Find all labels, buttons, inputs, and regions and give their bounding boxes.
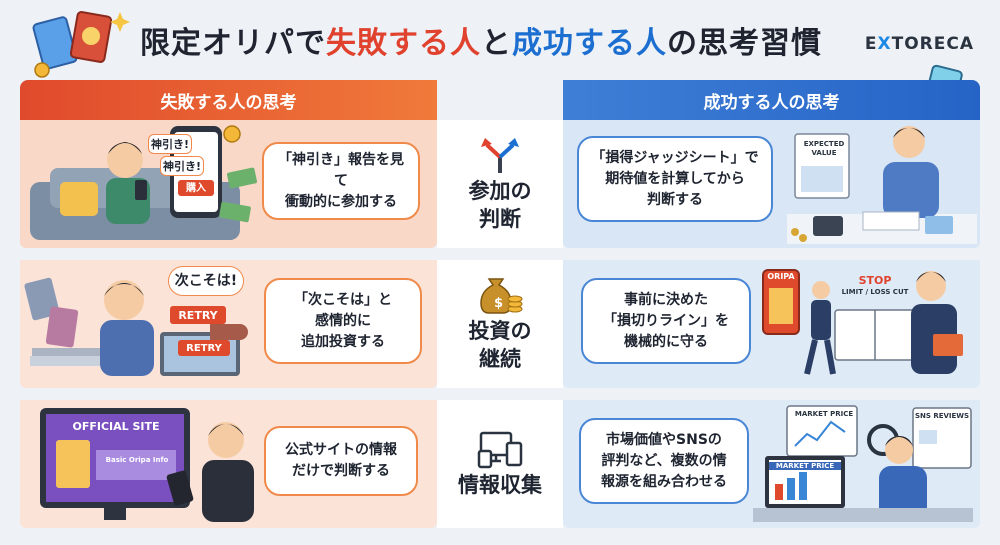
impulsive-person-illustration [30,125,257,240]
fail-panel-participation: 神引き! 神引き! 購入 「神引き」報告を見て 衝動的に参加する [20,120,437,248]
cards-coins-decoration-left [32,11,130,78]
title-part-3: の思考習慣 [667,26,822,61]
brand-suffix: TORECA [891,34,974,54]
fail-header-label: 失敗する人の思考 [160,92,297,113]
god-pull-bubble-2: 神引き! [162,159,202,173]
fail-text-participation-label: 「神引き」報告を見て 衝動的に参加する [278,151,404,210]
buy-button-illustration: 購入 [178,180,214,196]
buy-button-label: 購入 [186,182,206,194]
svg-text:$: $ [494,296,503,311]
category-continuation: $ 投資の 継続 [437,260,563,388]
official-site-label: OFFICIAL SITE [72,420,160,433]
success-text-continuation-label: 事前に決めた 「損切りライン」を 機械的に守る [603,291,729,350]
title-part-2: と [481,26,512,61]
fail-text-information-label: 公式サイトの情報 だけで判断する [285,442,397,479]
success-text-information: 市場価値やSNSの 評判など、複数の情 報源を組み合わせる [579,418,749,504]
success-panel-participation: 「損得ジャッジシート」で 期待値を計算してから 判断する EXPECTED VA… [563,120,980,248]
category-participation: 参加の 判断 [437,120,563,248]
fail-panel-continuation: RETRY RETRY 次こそは! 「次こそは」と 感情的に 追加投資する [20,260,437,388]
oripa-card-label: ORIPA [767,272,795,281]
title-fail-word: 失敗する人 [326,26,481,61]
retry-tag-2: RETRY [178,340,230,356]
calculating-person-illustration [787,126,977,244]
money-bag-icon: $ [480,278,523,314]
success-panel-information: 市場価値やSNSの 評判など、複数の情 報源を組み合わせる MARKET PRI… [563,400,980,528]
limit-loss-cut-label: LIMIT / LOSS CUT [841,288,909,296]
fail-bubble-2: 神引き! [160,156,204,176]
page-title: 限定オリパで失敗する人と成功する人の思考習慣 [140,18,822,62]
retry-label-2: RETRY [186,342,222,354]
retry-tag-1: RETRY [170,306,226,324]
fail-text-information: 公式サイトの情報 だけで判断する [264,426,418,496]
category-label-information: 情報収集 [458,473,542,497]
thought-bubble-next-time: 次こそは! [168,266,244,296]
sns-reviews-label: SNS REVIEWS [914,412,970,420]
title-part-1: 限定オリパで [140,26,326,61]
success-text-participation: 「損得ジャッジシート」で 期待値を計算してから 判断する [577,136,773,222]
success-text-information-label: 市場価値やSNSの 評判など、複数の情 報源を組み合わせる [601,431,727,490]
fail-panel-information: OFFICIAL SITE Basic Oripa Info 公式サイトの情報 … [20,400,437,528]
category-label-continuation: 投資の 継続 [468,319,532,371]
row-information: OFFICIAL SITE Basic Oripa Info 公式サイトの情報 … [20,400,980,528]
brand-x: X [877,34,892,54]
stop-sign-label: STOP [858,274,892,287]
thought-next-time-label: 次こそは! [174,272,238,289]
split-arrow-icon [481,138,519,173]
disciplined-person-illustration [762,269,963,375]
category-information: 情報収集 [437,400,563,528]
row-continuation: RETRY RETRY 次こそは! 「次こそは」と 感情的に 追加投資する $ … [20,260,980,388]
row-participation: 神引き! 神引き! 購入 「神引き」報告を見て 衝動的に参加する 参加の 判断 … [20,120,980,248]
title-success-word: 成功する人 [512,26,667,61]
market-price-label-2: MARKET PRICE [769,462,841,470]
devices-icon [477,431,523,469]
official-site-person-illustration [40,408,254,522]
category-label-participation: 参加の 判断 [468,179,532,231]
fail-column-header: 失敗する人の思考 [20,80,437,120]
success-column-header: 成功する人の思考 [563,80,980,120]
brand-logo: EXTORECA [865,34,974,54]
market-price-label-1: MARKET PRICE [794,410,854,418]
fail-text-continuation-label: 「次こそは」と 感情的に 追加投資する [294,291,392,350]
fail-text-continuation: 「次こそは」と 感情的に 追加投資する [264,278,422,364]
fail-text-participation: 「神引き」報告を見て 衝動的に参加する [262,142,420,220]
basic-info-label: Basic Oripa Info [105,456,169,464]
success-text-continuation: 事前に決めた 「損切りライン」を 機械的に守る [581,278,751,364]
success-header-label: 成功する人の思考 [703,92,840,113]
god-pull-bubble-1: 神引き! [150,137,190,151]
fail-bubble-1: 神引き! [148,134,192,154]
header: 限定オリパで失敗する人と成功する人の思考習慣 EXTORECA [0,0,1000,114]
success-text-participation-label: 「損得ジャッジシート」で 期待値を計算してから 判断する [591,149,759,208]
brand-prefix: E [864,34,878,54]
success-panel-continuation: 事前に決めた 「損切りライン」を 機械的に守る ORIPA STOP LIMIT… [563,260,980,388]
retry-label-1: RETRY [178,308,218,322]
expected-value-sheet-label: EXPECTED VALUE [803,140,845,157]
